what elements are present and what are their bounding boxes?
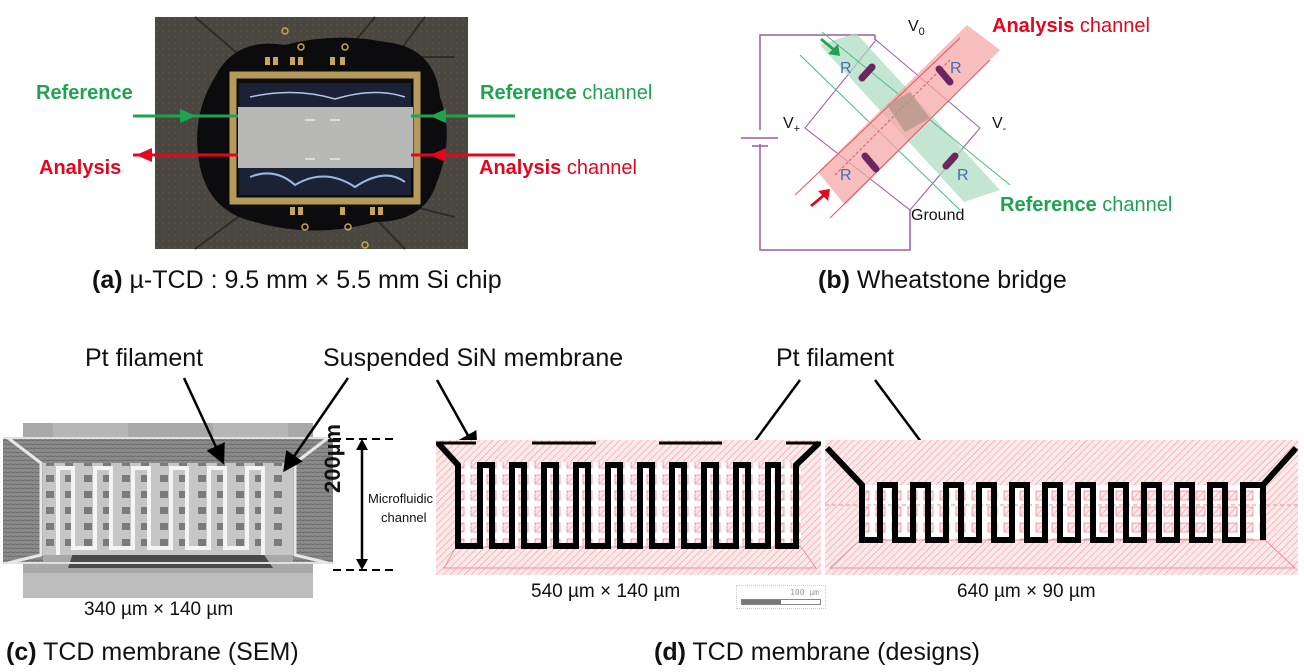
design-2-dimension: 640 µm × 90 µm [957,581,1096,602]
analysis-channel-label-right: Analysis channel [479,157,637,179]
reference-channel-label-right: Reference channel [480,82,653,104]
scale-bar-label: 100 µm [790,588,819,597]
battery-icon [741,130,778,147]
resistor-label-3: R [840,167,852,184]
si-chip [238,107,413,168]
analysis-arrow-right [411,148,515,162]
pt-filament-design-2 [824,445,1299,543]
sem-image [3,423,333,598]
design-1-dimension: 540 µm × 140 µm [531,581,681,602]
circuit-wire [759,34,911,251]
microfluidic-label-line2: channel [381,510,427,525]
design-540x140 [435,440,822,575]
suspended-membrane-annotation: Suspended SiN membrane [323,344,624,372]
chip-photo [155,16,468,250]
panel-a-caption: (a) µ-TCD : 9.5 mm × 5.5 mm Si chip [92,266,502,294]
panel-c-caption: (c) TCD membrane (SEM) [6,638,299,666]
pt-filament-annotation-d: Pt filament [776,344,895,372]
annotation-arrows [182,377,948,571]
green-flow-arrow-icon [820,38,840,56]
node-v0: V0 [908,18,925,39]
analysis-channel-label: Analysis channel [992,15,1150,37]
panel-d-caption: (d) TCD membrane (designs) [654,638,981,666]
resistor-symbols [858,63,959,173]
wheatstone-diagram [741,25,1011,251]
pt-filament-annotation-c: Pt filament [85,344,204,372]
height-dimension-label: 200µm [320,424,345,493]
node-v-plus: V+ [783,115,801,136]
gold-frame [229,71,421,205]
reference-label-left: Reference [36,82,133,104]
chip-arrows [133,109,515,162]
reference-channel-label: Reference channel [1000,194,1173,216]
panel-b-caption: (b) Wheatstone bridge [818,266,1067,294]
pt-filament-design-1 [435,440,822,549]
analysis-label-left: Analysis [39,157,122,179]
reference-arrow-left [133,109,238,123]
resistor-label-2: R [950,60,962,77]
height-dimension-marker [333,438,398,571]
sem-dimension: 340 µm × 140 µm [84,599,234,620]
microfluidic-label-line1: Microfluidic [368,491,434,506]
design-640x90 [824,440,1299,575]
node-ground: Ground [911,207,965,224]
red-flow-arrow-icon [810,189,830,207]
resistor-label-4: R [957,167,969,184]
scale-bar: 100 µm [736,585,826,609]
resistor-label-1: R [840,60,852,77]
pt-filament-sem [56,466,265,555]
analysis-arrow-left [133,148,238,162]
reference-arrow-right [411,109,515,123]
node-v-minus: V- [992,115,1007,136]
